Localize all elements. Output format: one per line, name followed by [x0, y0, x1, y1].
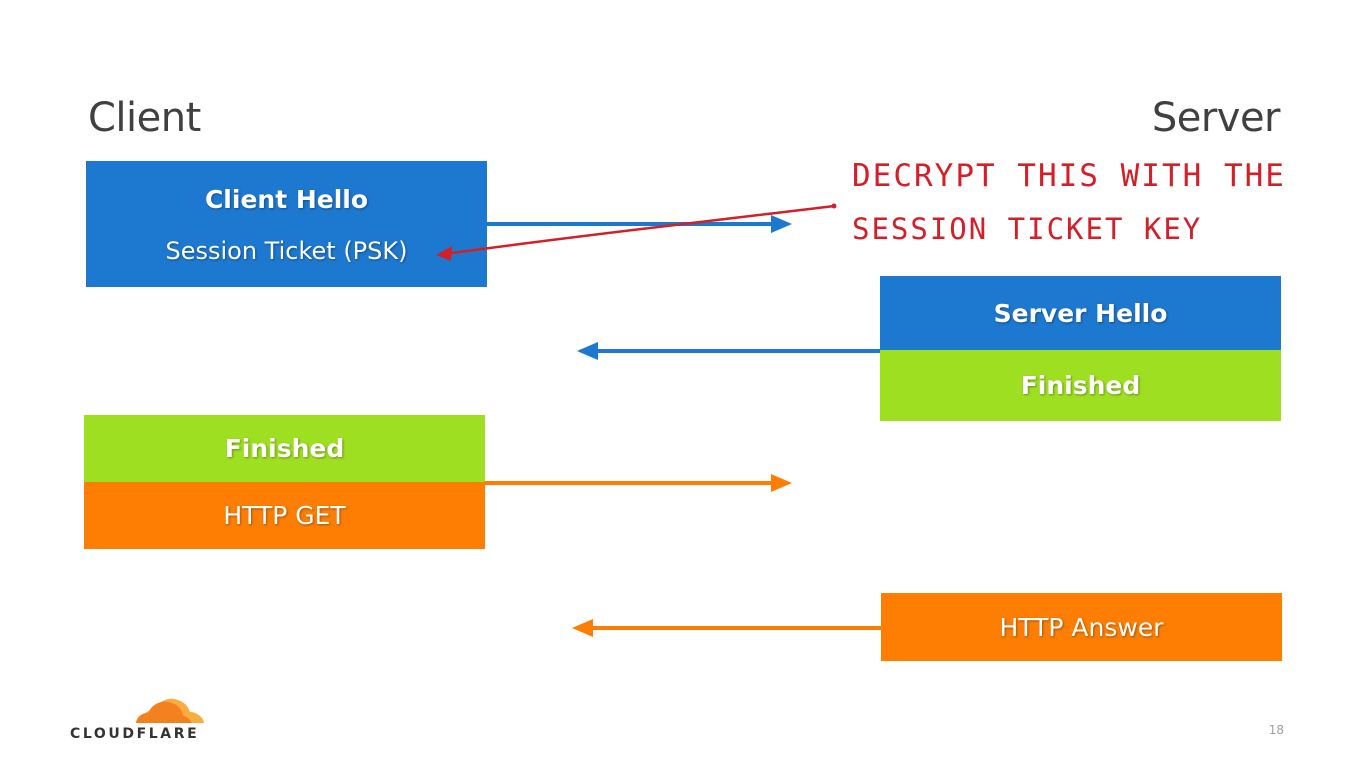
cloudflare-wordmark: CLOUDFLARE	[70, 726, 200, 742]
server-hello-arrow	[577, 342, 880, 360]
annotation-line-1: DECRYPT THIS WITH THE	[852, 158, 1286, 194]
session-ticket-label: Session Ticket (PSK)	[165, 237, 408, 265]
cloudflare-logo-icon	[130, 698, 206, 725]
client-hello-title: Client Hello	[204, 185, 369, 214]
annotation-line-2: SESSION TICKET KEY	[852, 212, 1203, 246]
server-finished-box: Finished	[880, 350, 1281, 421]
server-hello-box: Server Hello	[880, 276, 1281, 350]
client-hello-box: Client Hello Session Ticket (PSK)	[86, 161, 487, 287]
client-heading: Client	[88, 95, 201, 141]
annotation-arrow	[436, 203, 837, 261]
page-number: 18	[1268, 723, 1284, 737]
http-get-arrow	[485, 474, 792, 492]
http-answer-arrow	[572, 619, 881, 637]
http-get-box: HTTP GET	[84, 482, 485, 549]
http-answer-box: HTTP Answer	[881, 593, 1282, 661]
client-finished-box: Finished	[84, 415, 485, 482]
server-heading: Server	[1151, 95, 1281, 141]
client-hello-arrow	[487, 215, 792, 233]
